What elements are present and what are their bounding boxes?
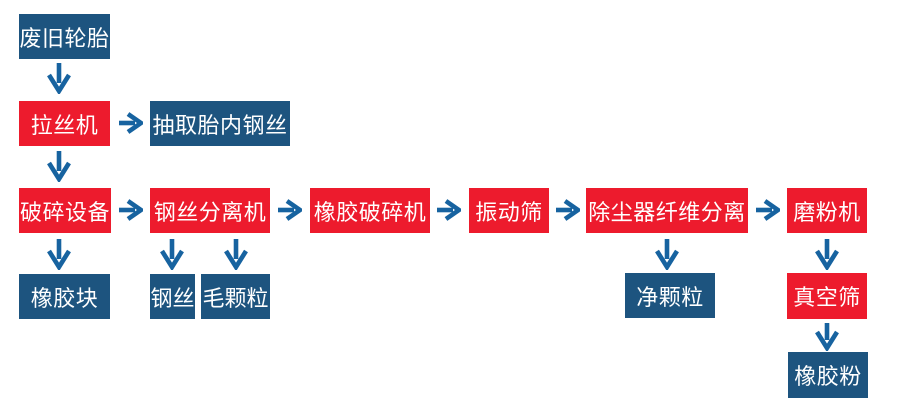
- arrow-down-icon: [223, 239, 249, 270]
- node-rubber-crusher: 橡胶破碎机: [310, 188, 430, 233]
- node-waste-tire: 废旧轮胎: [19, 14, 110, 59]
- node-steel-wire: 钢丝: [150, 274, 195, 319]
- arrow-down-icon: [814, 239, 840, 270]
- arrow-down-icon: [159, 239, 185, 270]
- node-extract-tire-steel-wire: 抽取胎内钢丝: [150, 101, 290, 146]
- arrow-down-icon: [46, 151, 72, 182]
- arrow-right-icon: [756, 198, 780, 222]
- node-dust-collector-fiber-separation: 除尘器纤维分离: [586, 188, 748, 233]
- node-vacuum-screen: 真空筛: [787, 273, 867, 319]
- node-rubber-powder: 橡胶粉: [788, 352, 868, 398]
- node-rubber-block: 橡胶块: [19, 274, 110, 319]
- node-vibrating-screen: 振动筛: [469, 188, 549, 233]
- node-grinding-machine: 磨粉机: [787, 188, 867, 233]
- arrow-down-icon: [654, 239, 680, 270]
- node-clean-granules: 净颗粒: [625, 273, 715, 318]
- arrow-right-icon: [437, 198, 461, 222]
- arrow-right-icon: [119, 111, 143, 135]
- arrow-right-icon: [119, 198, 143, 222]
- node-rough-granules: 毛颗粒: [201, 274, 270, 319]
- arrow-right-icon: [278, 198, 302, 222]
- arrow-down-icon: [46, 239, 72, 270]
- node-wire-drawing-machine: 拉丝机: [19, 101, 110, 146]
- arrow-down-icon: [814, 323, 840, 351]
- node-crushing-equipment: 破碎设备: [19, 188, 111, 233]
- arrow-down-icon: [46, 63, 72, 94]
- node-steel-wire-separator: 钢丝分离机: [150, 188, 270, 233]
- arrow-right-icon: [556, 198, 580, 222]
